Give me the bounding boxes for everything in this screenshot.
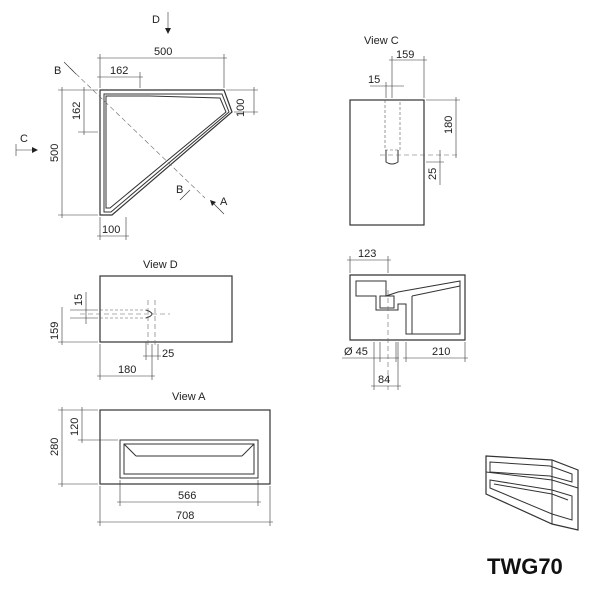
arrow-label-d: D bbox=[152, 14, 160, 26]
top-view: D C B B A 500 162 500 162 100 bbox=[15, 12, 258, 240]
section-b: 123 Ø 45 210 84 bbox=[342, 248, 468, 390]
isometric-view bbox=[485, 455, 579, 531]
dim-top-100-right: 100 bbox=[235, 99, 247, 117]
section-b-outline bbox=[349, 274, 466, 341]
dim-section-b-123: 123 bbox=[358, 248, 376, 260]
dim-section-b-drain: Ø 45 bbox=[344, 346, 368, 358]
dim-section-b-210: 210 bbox=[432, 346, 450, 358]
view-a: View A 280 120 566 708 bbox=[49, 391, 273, 526]
dim-view-d-180: 180 bbox=[118, 364, 136, 376]
section-line-b bbox=[69, 67, 206, 199]
dim-top-162-vertical: 162 bbox=[71, 102, 83, 120]
dim-view-c-15: 15 bbox=[368, 74, 380, 86]
arrow-label-a: A bbox=[220, 196, 228, 208]
section-b-inner bbox=[355, 280, 461, 335]
top-view-basin-rim bbox=[103, 93, 230, 213]
dim-view-a-566: 566 bbox=[178, 490, 196, 502]
view-d-outline bbox=[99, 275, 233, 343]
view-a-title: View A bbox=[172, 391, 206, 403]
dim-view-d-15: 15 bbox=[73, 294, 85, 306]
view-c: View C 159 15 180 25 bbox=[349, 35, 460, 226]
view-c-title: View C bbox=[364, 35, 399, 47]
dim-view-d-159: 159 bbox=[49, 322, 61, 340]
arrow-label-b-top: B bbox=[54, 65, 61, 77]
dim-view-d-25: 25 bbox=[162, 348, 174, 360]
view-d: View D 15 159 25 180 bbox=[49, 259, 233, 380]
model-name: TWG70 bbox=[487, 554, 563, 579]
dim-view-c-180: 180 bbox=[443, 116, 455, 134]
view-a-outline bbox=[99, 409, 271, 485]
dim-top-width: 500 bbox=[154, 46, 172, 58]
dim-view-a-120: 120 bbox=[69, 418, 81, 436]
arrow-label-c: C bbox=[20, 133, 28, 145]
dim-view-c-25: 25 bbox=[427, 168, 439, 180]
view-a-basin bbox=[119, 439, 259, 479]
arrow-label-b-bottom: B bbox=[176, 184, 183, 196]
view-c-drain bbox=[385, 150, 399, 165]
top-view-basin bbox=[105, 95, 227, 209]
view-d-title: View D bbox=[143, 259, 178, 271]
dim-top-162-horizontal: 162 bbox=[110, 65, 128, 77]
dim-view-a-280: 280 bbox=[49, 438, 61, 456]
section-b-drain bbox=[379, 295, 395, 309]
top-view-outline bbox=[99, 89, 233, 216]
dim-view-c-159: 159 bbox=[396, 49, 414, 61]
dim-view-a-708: 708 bbox=[176, 510, 194, 522]
dim-top-100-bottom: 100 bbox=[102, 224, 120, 236]
dim-section-b-84: 84 bbox=[378, 374, 390, 386]
dim-top-depth: 500 bbox=[49, 144, 61, 162]
